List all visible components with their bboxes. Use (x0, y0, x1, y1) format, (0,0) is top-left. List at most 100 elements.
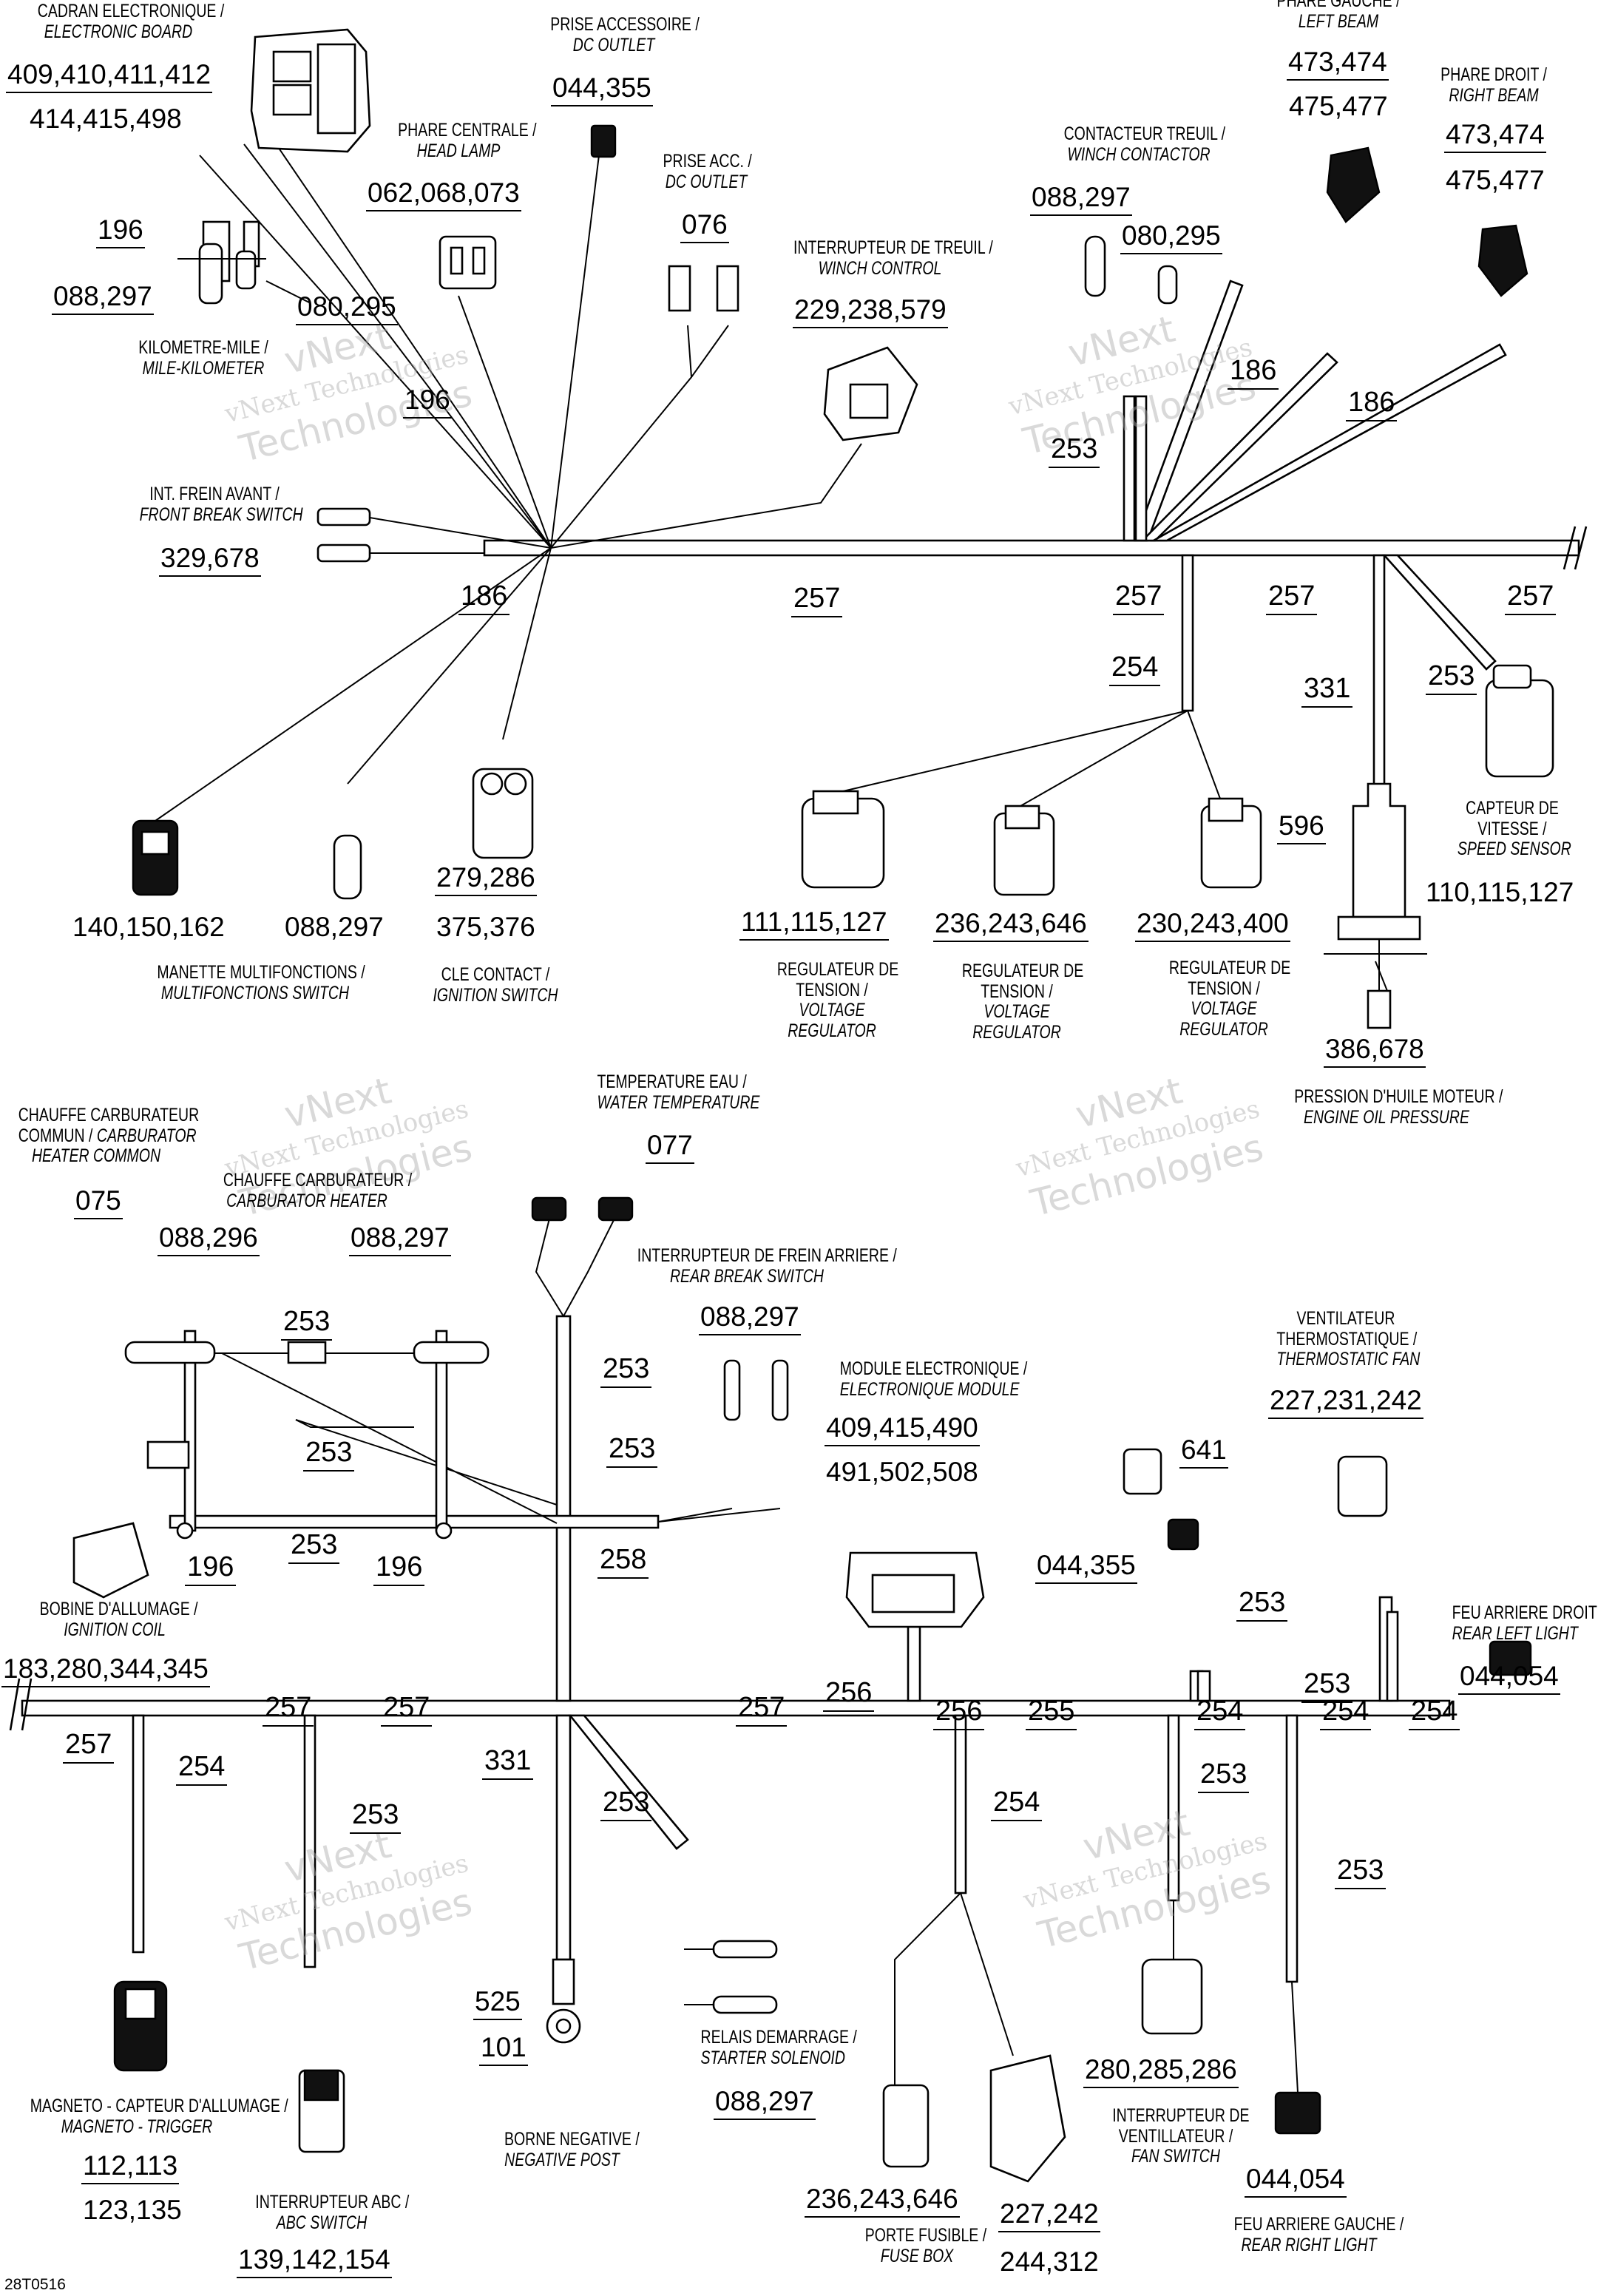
wire-ref: 257 (1113, 582, 1165, 615)
front-break-refs: 329,678 (159, 544, 261, 577)
dc-outlet-label: PRISE ACCESSOIRE / DC OUTLET (550, 14, 700, 55)
winch-contactor-terminals (1084, 235, 1178, 305)
voltage-regulator-1 (801, 790, 885, 889)
electronic-board-refs-2: 414,415,498 (30, 104, 182, 134)
fuse-box-refs-b2: 244,312 (1000, 2246, 1099, 2277)
head-lamp-connector (439, 235, 497, 290)
abc-switch-label: INTERRUPTEUR ABC / ABC SWITCH (255, 2192, 410, 2233)
ignition-switch-refs-1: 279,286 (435, 864, 537, 896)
rear-right-light-refs: 044,054 (1245, 2165, 1347, 2198)
module-refs-1: 409,415,490 (825, 1414, 980, 1446)
wire-ref: 254 (991, 1788, 1043, 1821)
rear-left-light-label: FEU ARRIERE DROIT / REAR LEFT LIGHT (1452, 1602, 1598, 1644)
mile-km-label: KILOMETRE-MILE / MILE-KILOMETER (138, 337, 268, 379)
wire-ref: 257 (736, 1693, 788, 1727)
wire-ref: 253 (1335, 1856, 1387, 1889)
dc-outlet2-refs: 076 (680, 211, 729, 243)
ignition-switch-label: CLE CONTACT / IGNITION SWITCH (433, 964, 558, 1006)
wire-ref: 258 (597, 1545, 649, 1579)
oil-pressure-refs: 386,678 (1324, 1035, 1426, 1068)
carb-heater-label: CHAUFFE CARBURATEUR / CARBURATOR HEATER (223, 1170, 413, 1211)
connector-044-355-refs: 044,355 (1035, 1551, 1137, 1584)
negative-post-refs-a: 525 (473, 1988, 522, 2020)
negative-post-refs-b: 101 (479, 2033, 528, 2066)
ignition-switch-refs-2: 375,376 (436, 912, 535, 942)
dc-outlet2-terminals (668, 265, 739, 312)
wire-ref: 253 (600, 1355, 652, 1388)
wire-ref: 257 (1505, 582, 1557, 615)
wire-ref: 186 (1228, 356, 1279, 390)
winch-control-label: INTERRUPTEUR DE TREUIL / WINCH CONTROL (793, 237, 993, 279)
front-break-label: INT. FREIN AVANT / FRONT BREAK SWITCH (139, 484, 303, 525)
wire-ref: 253 (1301, 1670, 1353, 1703)
multifonctions-label: MANETTE MULTIFONCTIONS / MULTIFONCTIONS … (157, 962, 365, 1003)
speed-sensor-refs: 110,115,127 (1426, 877, 1574, 907)
ignition-switch-connector (472, 768, 534, 859)
wire-ref: 253 (1049, 435, 1100, 468)
module-refs-2: 491,502,508 (826, 1457, 978, 1487)
wire-ref: 254 (176, 1753, 228, 1786)
ignition-coil-refs: 183,280,344,345 (1, 1655, 210, 1687)
fuse-box-refs-b1: 227,242 (998, 2200, 1100, 2232)
wire-ref: 257 (63, 1730, 115, 1764)
wire-ref: 186 (1346, 388, 1398, 421)
vr3-refs: 230,243,400 (1135, 910, 1290, 942)
left-beam-refs-2: 475,477 (1289, 91, 1388, 121)
abc-switch-refs: 139,142,154 (237, 2246, 392, 2278)
wire-ref: 254 (1409, 1697, 1460, 1730)
winch-contactor-refs-a: 088,297 (1030, 183, 1132, 216)
voltage-regulator-3 (1200, 797, 1262, 889)
winch-contactor-refs-b: 080,295 (1120, 222, 1222, 254)
magneto-label: MAGNETO - CAPTEUR D'ALLUMAGE / MAGNETO -… (30, 2096, 288, 2137)
connector-641-refs: 641 (1179, 1436, 1228, 1469)
multifonctions-refs-a: 140,150,162 (72, 912, 225, 942)
carb-heater-common-refs: 075 (74, 1187, 123, 1219)
dc-outlet-refs: 044,355 (551, 74, 653, 106)
rear-break-label: INTERRUPTEUR DE FREIN ARRIERE / REAR BRE… (637, 1245, 897, 1287)
rear-left-light-refs: 044,054 (1458, 1662, 1560, 1695)
mile-km-refs-a: 088,297 (52, 282, 154, 315)
vr1-refs: 111,115,127 (739, 908, 889, 941)
left-beam-connector (1326, 146, 1381, 223)
mile-km-terminals (177, 243, 311, 305)
vr2-refs: 236,243,646 (933, 910, 1089, 942)
wire-ref: 257 (1266, 582, 1318, 615)
wire-ref: 253 (303, 1438, 355, 1472)
dc-outlet-connector (590, 124, 617, 158)
wire-ref: 331 (1301, 674, 1353, 708)
wire-ref: 255 (1026, 1697, 1077, 1730)
wire-ref: 331 (482, 1747, 534, 1780)
right-beam-label: PHARE DROIT / RIGHT BEAM (1440, 64, 1547, 106)
starter-solenoid-label: RELAIS DEMARRAGE / STARTER SOLENOID (700, 2027, 857, 2068)
electronic-board-label: CADRAN ELECTRONIQUE / ELECTRONIC BOARD (37, 1, 225, 42)
carb-heater-refs-a: 088,296 (158, 1224, 260, 1256)
water-temp-refs: 077 (646, 1131, 694, 1164)
mile-km-196: 196 (96, 216, 145, 248)
mile-km-refs-b: 080,295 (296, 293, 398, 325)
wire-ref: 196 (185, 1553, 237, 1586)
front-break-terminals (316, 507, 371, 563)
water-temp-label: TEMPERATURE EAU / WATER TEMPERATURE (597, 1071, 760, 1113)
wire-ref: 253 (1198, 1760, 1250, 1793)
winch-control-refs: 229,238,579 (793, 296, 948, 328)
right-beam-refs-1: 473,474 (1444, 121, 1546, 153)
wire-ref: 253 (1236, 1588, 1288, 1622)
wire-ref: 253 (350, 1801, 402, 1834)
upper-fan-wires (155, 140, 1391, 999)
wire-ref: 256 (823, 1679, 875, 1712)
rear-break-refs: 088,297 (699, 1303, 801, 1335)
wire-ref: 256 (933, 1697, 985, 1730)
magneto-refs-1: 112,113 (81, 2152, 180, 2184)
fuse-box-label: PORTE FUSIBLE / FUSE BOX (864, 2225, 987, 2266)
drawing-code: 28T0516 (4, 2276, 66, 2293)
electronic-board-connector (202, 28, 371, 282)
wire-ref: 253 (281, 1307, 333, 1341)
dc-outlet2-label: PRISE ACC. / DC OUTLET (663, 151, 752, 192)
wire-ref: 253 (1426, 662, 1477, 695)
